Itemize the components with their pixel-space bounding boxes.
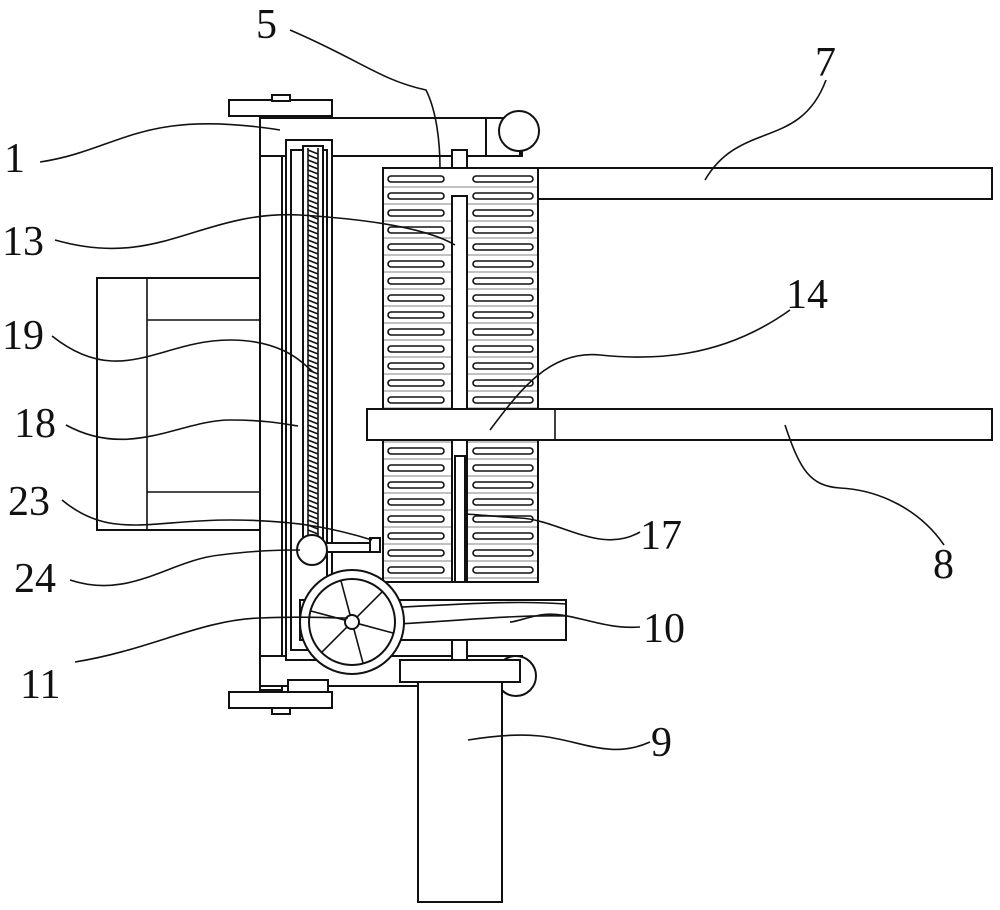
callout-19: 19 — [2, 313, 44, 359]
leader-13 — [54, 213, 456, 250]
threaded-rod — [307, 148, 319, 545]
callout-13: 13 — [2, 219, 44, 265]
wheel-spoke — [321, 626, 348, 653]
callout-5: 5 — [256, 2, 277, 48]
callout-23: 23 — [8, 479, 50, 525]
roller-slot — [472, 532, 534, 540]
roller-slot — [472, 175, 534, 183]
wheel-spoke — [358, 623, 394, 634]
roller-slot — [472, 209, 534, 217]
leader-8 — [784, 424, 945, 546]
roller-slot — [472, 294, 534, 302]
roller-slot — [387, 311, 445, 319]
roller-slot — [387, 566, 445, 574]
callout-14: 14 — [786, 272, 828, 318]
callout-labels: 1 5 7 13 14 19 18 23 24 17 8 10 11 9 — [2, 2, 954, 766]
small-ball — [296, 534, 328, 566]
roller-slot — [472, 192, 534, 200]
top-pulley — [485, 110, 540, 157]
handwheel — [299, 569, 405, 675]
roller-slot — [472, 464, 534, 472]
roller-slot — [387, 209, 445, 217]
middle-arm — [366, 408, 993, 441]
roller-slot — [387, 379, 445, 387]
callout-17: 17 — [640, 513, 682, 559]
roller-slot — [387, 277, 445, 285]
leader-23 — [61, 499, 373, 541]
left-housing-block — [96, 277, 261, 531]
roller-slot — [387, 549, 445, 557]
roller-slot — [387, 532, 445, 540]
leader-17 — [463, 513, 641, 541]
callout-1: 1 — [4, 136, 25, 182]
roller-slot — [387, 243, 445, 251]
leader-19 — [51, 335, 314, 373]
roller-slot — [387, 260, 445, 268]
roller-slot — [472, 379, 534, 387]
roller-slot — [472, 549, 534, 557]
roller-slot — [472, 566, 534, 574]
roller-slot — [472, 345, 534, 353]
callout-24: 24 — [14, 556, 56, 602]
leader-9 — [467, 734, 651, 751]
roller-slot — [387, 464, 445, 472]
leader-1 — [39, 123, 281, 163]
leader-14 — [489, 309, 791, 431]
roller-slot — [387, 396, 445, 404]
callout-11: 11 — [20, 662, 60, 708]
roller-slot — [387, 515, 445, 523]
roller-slot — [472, 447, 534, 455]
roller-slot — [472, 498, 534, 506]
callout-9: 9 — [651, 720, 672, 766]
roller-slot — [472, 243, 534, 251]
roller-slot — [472, 311, 534, 319]
roller-slot — [387, 192, 445, 200]
leader-18 — [65, 419, 299, 441]
roller-slot — [387, 481, 445, 489]
roller-slot — [472, 328, 534, 336]
roller-slot — [387, 175, 445, 183]
wheel-spoke — [356, 591, 383, 618]
callout-10: 10 — [643, 606, 685, 652]
leader-11 — [74, 616, 349, 663]
roller-slot — [472, 362, 534, 370]
leader-lines — [39, 29, 945, 751]
leader-24 — [69, 549, 301, 587]
roller-slot — [387, 362, 445, 370]
roller-slot — [387, 447, 445, 455]
roller-slot — [472, 277, 534, 285]
leader-10 — [509, 613, 641, 629]
callout-7: 7 — [815, 40, 836, 86]
callout-18: 18 — [14, 401, 56, 447]
wheel-spoke — [353, 628, 364, 664]
roller-slot — [387, 226, 445, 234]
roller-slot — [472, 260, 534, 268]
roller-slot — [472, 396, 534, 404]
roller-slot — [472, 481, 534, 489]
upper-arm — [537, 167, 993, 200]
roller-slot — [387, 294, 445, 302]
callout-8: 8 — [933, 542, 954, 588]
leader-7 — [704, 79, 827, 181]
roller-slot — [387, 498, 445, 506]
guide-rail — [285, 139, 333, 661]
leader-5 — [289, 29, 441, 169]
roller-slot — [387, 328, 445, 336]
roller-slot — [472, 226, 534, 234]
wheel-spoke — [340, 580, 351, 616]
roller-slot — [387, 345, 445, 353]
motor-column — [399, 659, 521, 903]
